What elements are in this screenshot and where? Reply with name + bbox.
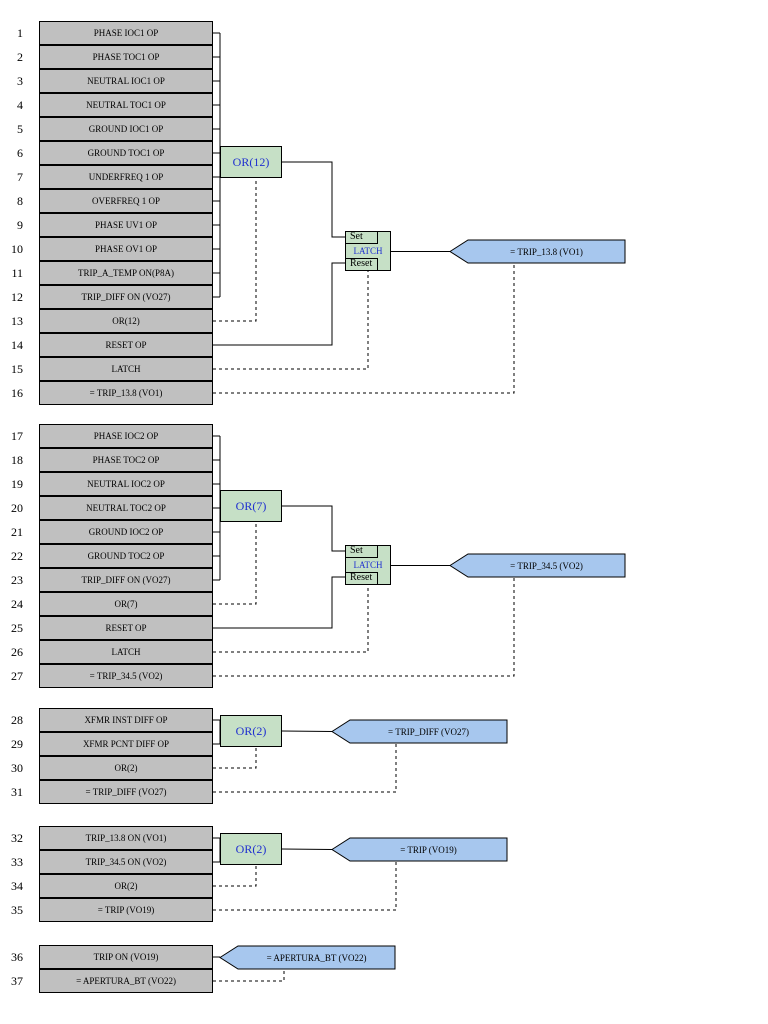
virtual-output-arrow[interactable]	[449, 553, 626, 578]
set-wire	[282, 161, 345, 238]
gate-feedback-wire	[213, 747, 257, 769]
gate-feedback-wire	[213, 522, 257, 605]
latch-feedback-wire	[213, 271, 369, 370]
gate-output-wire	[281, 730, 333, 732]
gate-output-wire	[281, 848, 333, 850]
output-feedback-wire	[213, 743, 397, 793]
latch-feedback-wire	[213, 585, 369, 653]
output-feedback-wire	[213, 577, 515, 677]
output-feedback-wire	[213, 969, 285, 982]
reset-wire	[213, 576, 345, 629]
set-wire	[282, 505, 345, 552]
virtual-output-arrow[interactable]	[219, 945, 396, 970]
output-feedback-wire	[213, 861, 397, 911]
virtual-output-arrow[interactable]	[331, 719, 508, 744]
reset-wire	[213, 262, 345, 346]
gate-feedback-wire	[213, 178, 257, 322]
virtual-output-arrow[interactable]	[331, 837, 508, 862]
virtual-output-arrow[interactable]	[449, 239, 626, 264]
gate-feedback-wire	[213, 865, 257, 887]
output-feedback-wire	[213, 263, 515, 394]
